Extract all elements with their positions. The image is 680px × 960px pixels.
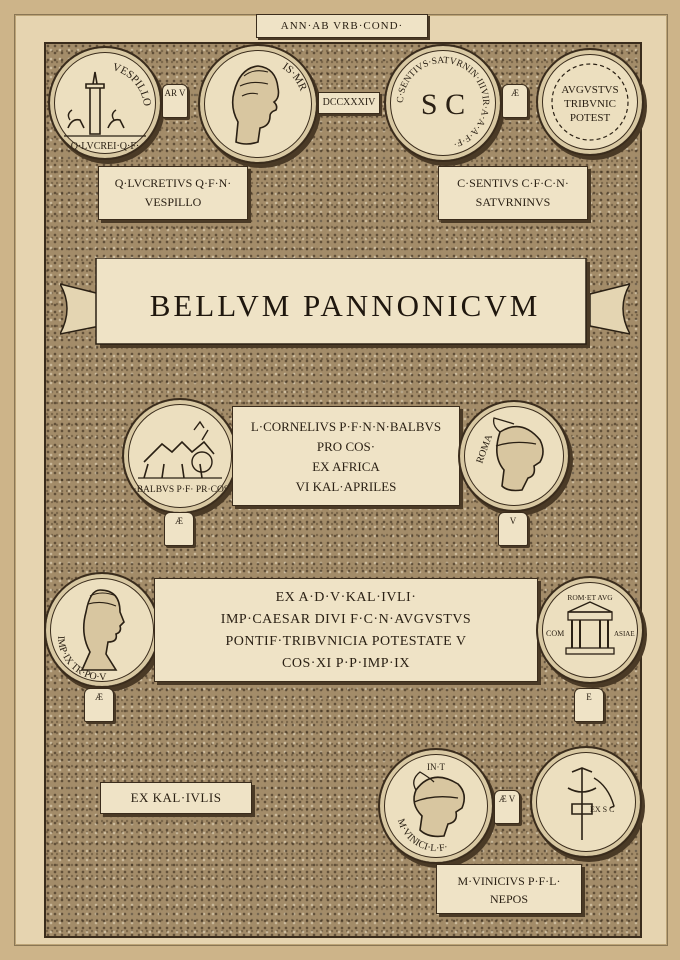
coin-head-right: IS·MR <box>198 44 318 164</box>
header-label: ANN·AB VRB·COND· <box>280 20 404 32</box>
balbus-coin-legend: L·BALBVS P·F· PR·COS· <box>128 485 233 495</box>
coin1-legend-bottom: Q·LVCREI·Q·F· <box>71 141 140 152</box>
balbus-line2: PRO COS· <box>316 439 376 454</box>
date-label: EX KAL·IVLIS <box>130 790 222 805</box>
year-label: DCCXXXIV <box>322 97 376 108</box>
coin-balbus-quadriga: L·BALBVS P·F· PR·COS· <box>122 398 238 514</box>
magistrate-left-line1: Q·LVCRETIVS Q·F·N· <box>114 176 232 190</box>
trophy-coin-label: EX S C <box>590 805 614 814</box>
date-label-tab: EX KAL·IVLIS <box>100 782 252 814</box>
roma-coin-tag: V <box>498 512 528 546</box>
coin1-legend-top: VESPILLO <box>111 61 153 107</box>
balbus-line1: L·CORNELIVS P·F·N·N·BALBVS <box>250 419 442 434</box>
mint-mark-tag-3: Æ V <box>494 790 520 824</box>
magistrate-right-line2: SATVRNINVS <box>475 195 551 209</box>
balbus-coin-tag: Æ <box>164 512 194 546</box>
header-label-tab: ANN·AB VRB·COND· <box>256 14 428 38</box>
coin-sentius-sc: C·SENTIVS·SATVRNIN·IIIVIR·A·A·A·F·F· S C <box>384 44 502 162</box>
magistrate-right-line1: C·SENTIVS C·F·C·N· <box>457 176 569 190</box>
mint-mark-tag-1: AR V <box>162 84 188 118</box>
magistrate-left-line2: VESPILLO <box>144 195 202 209</box>
coin4-legend-line3: POTEST <box>570 112 611 124</box>
temple-coin-tag: E <box>574 688 604 722</box>
year-label-tab: DCCXXXIV <box>318 92 380 114</box>
augustus-coin-tag: Æ <box>84 688 114 722</box>
coin-vinicius-helmet: ΙΝ·Τ M·VINICI·L·F· <box>378 748 494 864</box>
coin-trophy-sc: EX S C <box>530 746 642 858</box>
vinicius-line2: NEPOS <box>489 892 528 906</box>
vinicius-coin-top: ΙΝ·Τ <box>427 762 445 772</box>
coin3-center: S C <box>421 88 465 121</box>
coin-temple-asia: ROM·ET AVG COM ASIAE <box>536 576 644 684</box>
augustus-line3: PONTIF·TRIBVNICIA POTESTATE V <box>225 634 467 649</box>
balbus-line4: VI KAL·APRILES <box>295 479 397 494</box>
augustus-inscription-tab: EX A·D·V·KAL·IVLI· IMP·CAESAR DIVI F·C·N… <box>154 578 538 682</box>
coin4-legend-line1: AVGVSTVS <box>561 84 618 96</box>
roma-coin-legend: ROMA <box>474 432 495 465</box>
coin-roma-helmet: ROMA <box>458 400 570 512</box>
temple-coin-left: COM <box>546 629 564 638</box>
augustus-line4: COS·XI P·P·IMP·IX <box>282 656 410 671</box>
augustus-line2: IMP·CAESAR DIVI F·C·N·AVGVSTVS <box>220 612 472 627</box>
coin2-legend: IS·MR <box>280 61 309 94</box>
vinicius-line1: M·VINICIVS P·F·L· <box>457 874 561 888</box>
magistrate-sentius-tab: C·SENTIVS C·F·C·N· SATVRNINVS <box>438 166 588 220</box>
balbus-line3: EX AFRICA <box>312 459 380 474</box>
balbus-inscription-tab: L·CORNELIVS P·F·N·N·BALBVS PRO COS· EX A… <box>232 406 460 506</box>
svg-text:IS·MR: IS·MR <box>280 61 309 94</box>
magistrate-vinicius-tab: M·VINICIVS P·F·L· NEPOS <box>436 864 582 914</box>
temple-coin-top: ROM·ET AVG <box>567 593 613 602</box>
svg-text:VESPILLO: VESPILLO <box>111 61 153 107</box>
plate-title: BELLVM PANNONICVM <box>149 288 541 323</box>
coin-augustus-wreath: AVGVSTVS TRIBVNIC POTEST <box>536 48 644 156</box>
coin4-legend-line2: TRIBVNIC <box>564 98 616 110</box>
coin-lucretius-altar: VESPILLO Q·LVCREI·Q·F· <box>48 46 162 160</box>
coin-augustus-head: IMP·IX TR·PO·V <box>44 572 160 688</box>
magistrate-lucretius-tab: Q·LVCRETIVS Q·F·N· VESPILLO <box>98 166 248 220</box>
augustus-line1: EX A·D·V·KAL·IVLI· <box>275 590 417 605</box>
title-banner: BELLVM PANNONICVM <box>60 258 630 354</box>
temple-coin-right: ASIAE <box>614 630 635 638</box>
mint-mark-tag-2: Æ <box>502 84 528 118</box>
